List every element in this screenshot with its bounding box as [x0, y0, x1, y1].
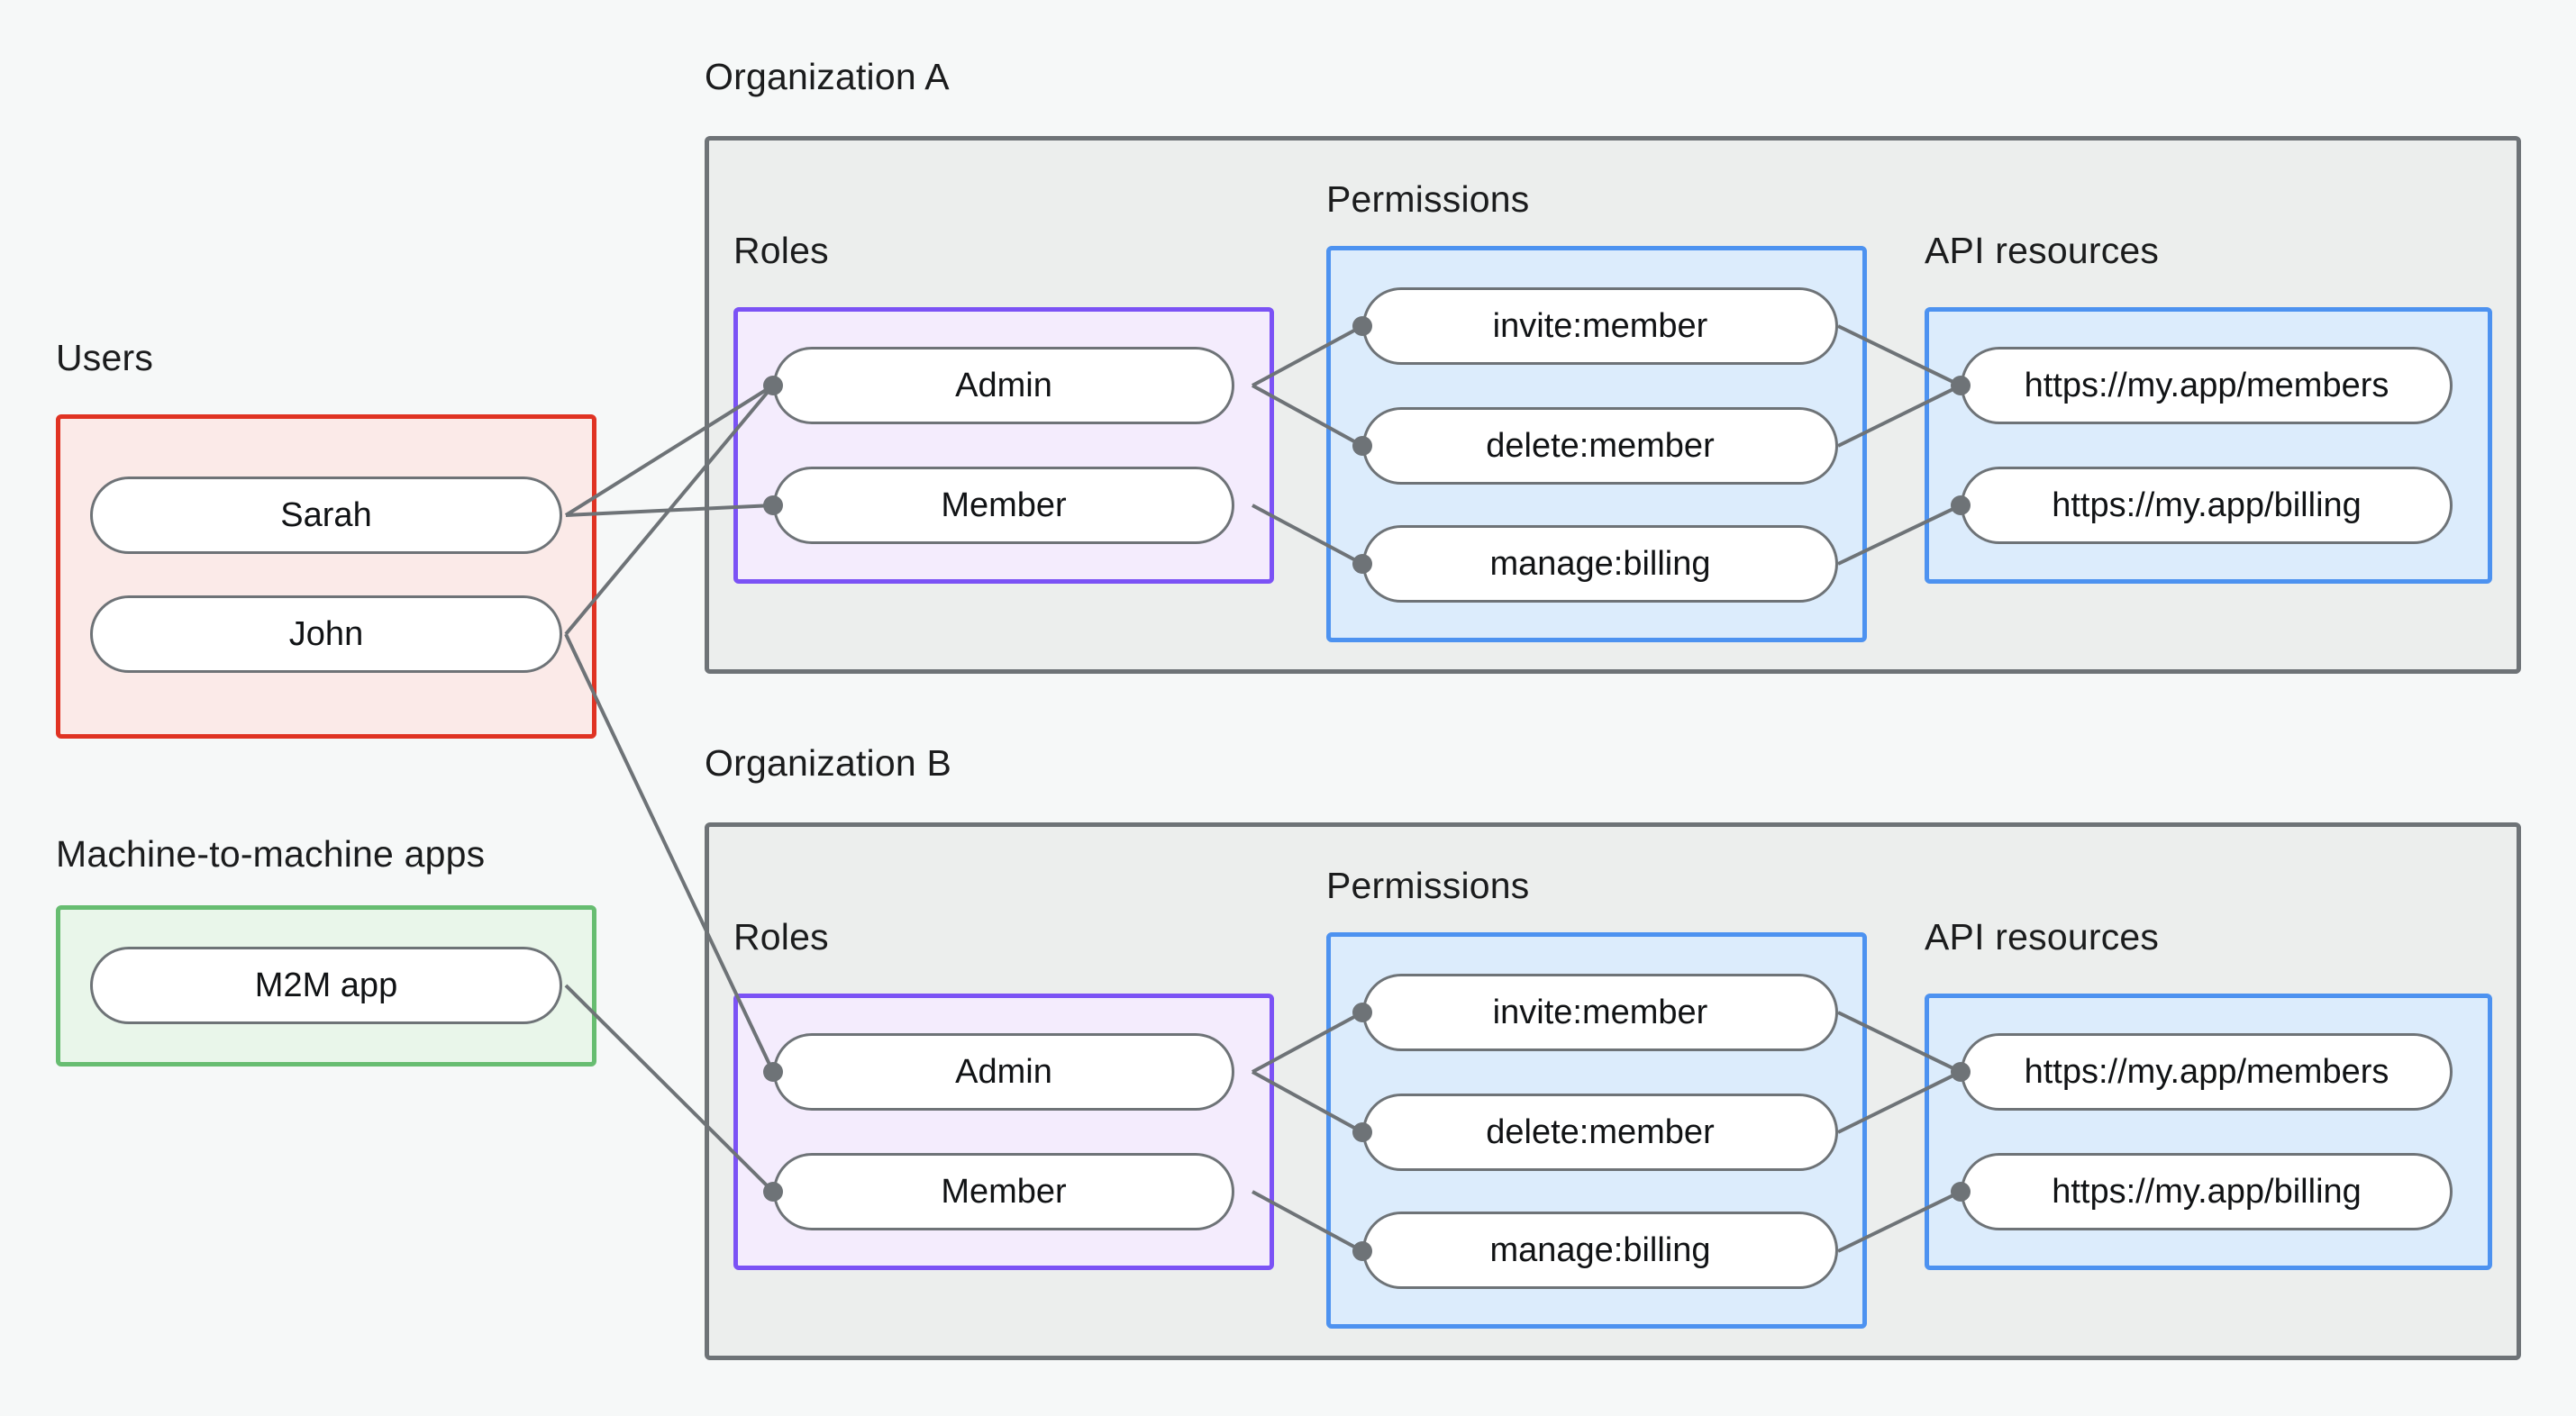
api-resource-node-billing-b[interactable]: https://my.app/billing — [1961, 1153, 2453, 1230]
permission-label: delete:member — [1486, 1112, 1715, 1151]
permission-label: manage:billing — [1489, 544, 1711, 583]
permission-label: delete:member — [1486, 426, 1715, 465]
api-resource-label: https://my.app/members — [2024, 1052, 2389, 1091]
permission-node-manage-billing-b[interactable]: manage:billing — [1362, 1212, 1838, 1289]
m2m-app-label: M2M app — [254, 966, 398, 1004]
permission-node-invite-member-a[interactable]: invite:member — [1362, 287, 1838, 365]
role-node-admin-b[interactable]: Admin — [773, 1033, 1234, 1111]
role-label: Member — [941, 486, 1067, 524]
role-label: Admin — [955, 366, 1052, 404]
api-resource-node-billing-a[interactable]: https://my.app/billing — [1961, 467, 2453, 544]
role-node-member-a[interactable]: Member — [773, 467, 1234, 544]
org-a-permissions-title: Permissions — [1326, 178, 1530, 220]
role-label: Member — [941, 1172, 1067, 1211]
permission-node-invite-member-b[interactable]: invite:member — [1362, 974, 1838, 1051]
role-node-admin-a[interactable]: Admin — [773, 347, 1234, 424]
permission-node-manage-billing-a[interactable]: manage:billing — [1362, 525, 1838, 603]
permission-label: invite:member — [1492, 993, 1708, 1031]
api-resource-node-members-b[interactable]: https://my.app/members — [1961, 1033, 2453, 1111]
org-a-roles-title: Roles — [733, 230, 829, 271]
role-label: Admin — [955, 1052, 1052, 1091]
permission-node-delete-member-b[interactable]: delete:member — [1362, 1094, 1838, 1171]
api-resource-node-members-a[interactable]: https://my.app/members — [1961, 347, 2453, 424]
m2m-app-node[interactable]: M2M app — [90, 947, 562, 1024]
users-cluster — [56, 414, 596, 739]
org-b-permissions-title: Permissions — [1326, 865, 1530, 906]
m2m-apps-title: Machine-to-machine apps — [56, 833, 486, 875]
user-label: John — [288, 614, 364, 653]
user-node-john[interactable]: John — [90, 595, 562, 673]
permission-node-delete-member-a[interactable]: delete:member — [1362, 407, 1838, 485]
permission-label: invite:member — [1492, 306, 1708, 345]
org-b-roles-title: Roles — [733, 916, 829, 958]
permission-label: manage:billing — [1489, 1230, 1711, 1269]
org-a-title: Organization A — [705, 56, 950, 97]
users-title: Users — [56, 337, 154, 378]
user-label: Sarah — [280, 495, 372, 534]
api-resource-label: https://my.app/billing — [2052, 486, 2362, 524]
api-resource-label: https://my.app/members — [2024, 366, 2389, 404]
api-resource-label: https://my.app/billing — [2052, 1172, 2362, 1211]
role-node-member-b[interactable]: Member — [773, 1153, 1234, 1230]
org-a-api-resources-title: API resources — [1925, 230, 2160, 271]
user-node-sarah[interactable]: Sarah — [90, 477, 562, 554]
org-b-api-resources-title: API resources — [1925, 916, 2160, 958]
org-b-title: Organization B — [705, 742, 952, 784]
